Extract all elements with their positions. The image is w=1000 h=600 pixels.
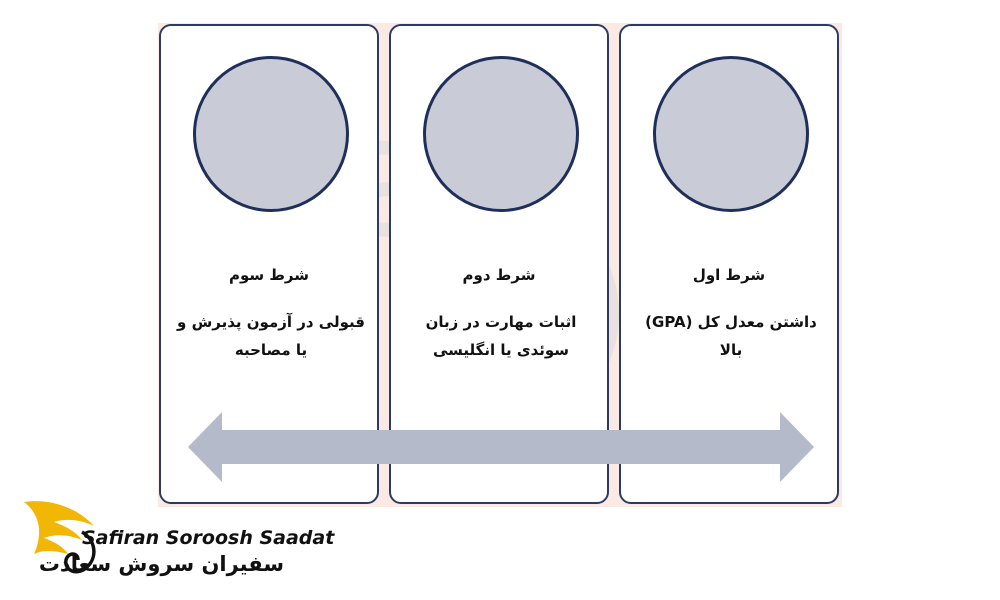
card-description: قبولی در آزمون پذیرش و یا مصاحبه [177, 313, 365, 359]
logo-text-persian: سفیران سروش سعادت [38, 552, 284, 576]
logo-text-english: Safiran Soroosh Saadat [82, 527, 335, 549]
card-photo-placeholder [423, 56, 579, 212]
card-description: داشتن معدل کل (GPA) بالا [645, 313, 817, 359]
card-photo-placeholder [193, 56, 349, 212]
card-title: شرط اول [692, 266, 766, 284]
condition-card-2: شرط دوم اثبات مهارت در زبان سوئدی یا انگ… [389, 24, 609, 504]
card-title: شرط دوم [462, 266, 536, 284]
logo-wing-icon [24, 501, 96, 574]
card-title: شرط سوم [228, 266, 310, 284]
card-description: اثبات مهارت در زبان سوئدی یا انگلیسی [425, 313, 577, 359]
card-photo-placeholder [653, 56, 809, 212]
double-arrow [188, 412, 814, 482]
condition-card-3: شرط سوم قبولی در آزمون پذیرش و یا مصاحبه [159, 24, 379, 504]
condition-card-1: شرط اول داشتن معدل کل (GPA) بالا [619, 24, 839, 504]
